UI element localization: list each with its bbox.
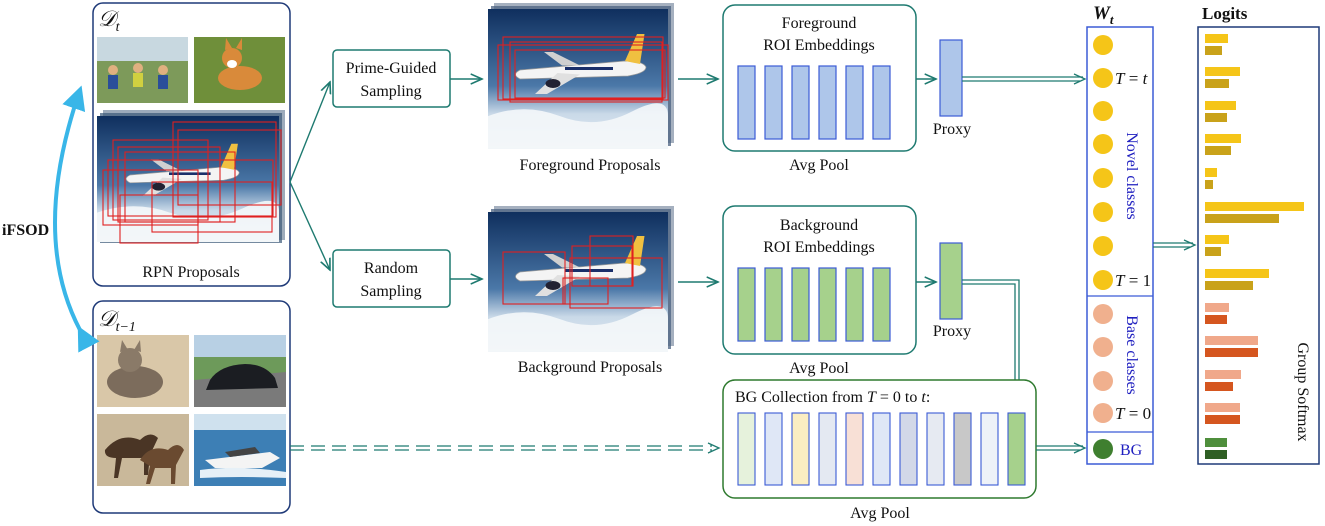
bg-class-label: BG [1120, 442, 1143, 459]
logits-panel [1197, 26, 1320, 465]
to-embedding-arrows [678, 79, 718, 282]
wt-to-logits-arrow [1153, 239, 1197, 251]
fg-roi-title-1: Foreground [782, 15, 857, 32]
novel-class-dots [1093, 35, 1113, 290]
ifsod-label: iFSOD [2, 222, 49, 239]
bg-proposals-label: Background Proposals [518, 359, 662, 376]
logits-label: Logits [1202, 4, 1248, 23]
logit-bars [1205, 34, 1304, 459]
group-softmax-label: Group Softmax [1294, 342, 1311, 441]
novel-classes-label: Novel classes [1123, 132, 1140, 220]
fg-proposals-label: Foreground Proposals [520, 157, 661, 174]
t-eq-1-label: T = 1 [1115, 271, 1151, 290]
fg-proxy-arrow [962, 73, 1087, 85]
fg-roi-title-2: ROI Embeddings [763, 37, 875, 54]
fg-proxy-bar [939, 39, 963, 117]
bg-boxes [502, 235, 663, 309]
fg-roi-bars [737, 65, 891, 140]
wt-label: Wt [1093, 3, 1114, 27]
bg-collection-title: BG Collection from T = 0 to t: [735, 389, 930, 406]
rpn-boxes [102, 121, 282, 244]
random-label-1: Random [364, 260, 419, 277]
base-class-dots [1093, 304, 1113, 423]
prime-guided-label-2: Sampling [360, 83, 421, 100]
bg-collection-bars [737, 412, 1026, 486]
split-arrows [289, 79, 482, 279]
bg-collection-avg-pool-label: Avg Pool [850, 505, 910, 522]
bgcoll-to-wt-arrow [1036, 442, 1087, 454]
dt1-label: 𝒟t−1 [98, 306, 136, 335]
base-classes-label: Base classes [1123, 315, 1140, 395]
bg-avg-pool-label: Avg Pool [789, 360, 849, 377]
bg-proxy-bar [939, 242, 963, 320]
ifsod-arrow [53, 85, 100, 353]
fg-boxes [497, 36, 669, 103]
bg-roi-bars [737, 267, 891, 342]
t-eq-0-label: T = 0 [1115, 404, 1151, 423]
rpn-label: RPN Proposals [142, 264, 239, 281]
prime-guided-label-1: Prime-Guided [346, 60, 437, 77]
bg-roi-title-2: ROI Embeddings [763, 239, 875, 256]
dashed-arrow [290, 445, 712, 451]
bg-class-dot [1093, 439, 1113, 459]
bg-proxy-label: Proxy [933, 323, 971, 340]
dt-label: 𝒟t [98, 6, 121, 35]
bg-roi-title-1: Background [780, 217, 858, 234]
fg-proxy-label: Proxy [933, 121, 971, 138]
t-eq-t-label: T = t [1115, 69, 1149, 88]
fg-avg-pool-label: Avg Pool [789, 157, 849, 174]
random-label-2: Sampling [360, 283, 421, 300]
dt1-panel [92, 300, 291, 514]
